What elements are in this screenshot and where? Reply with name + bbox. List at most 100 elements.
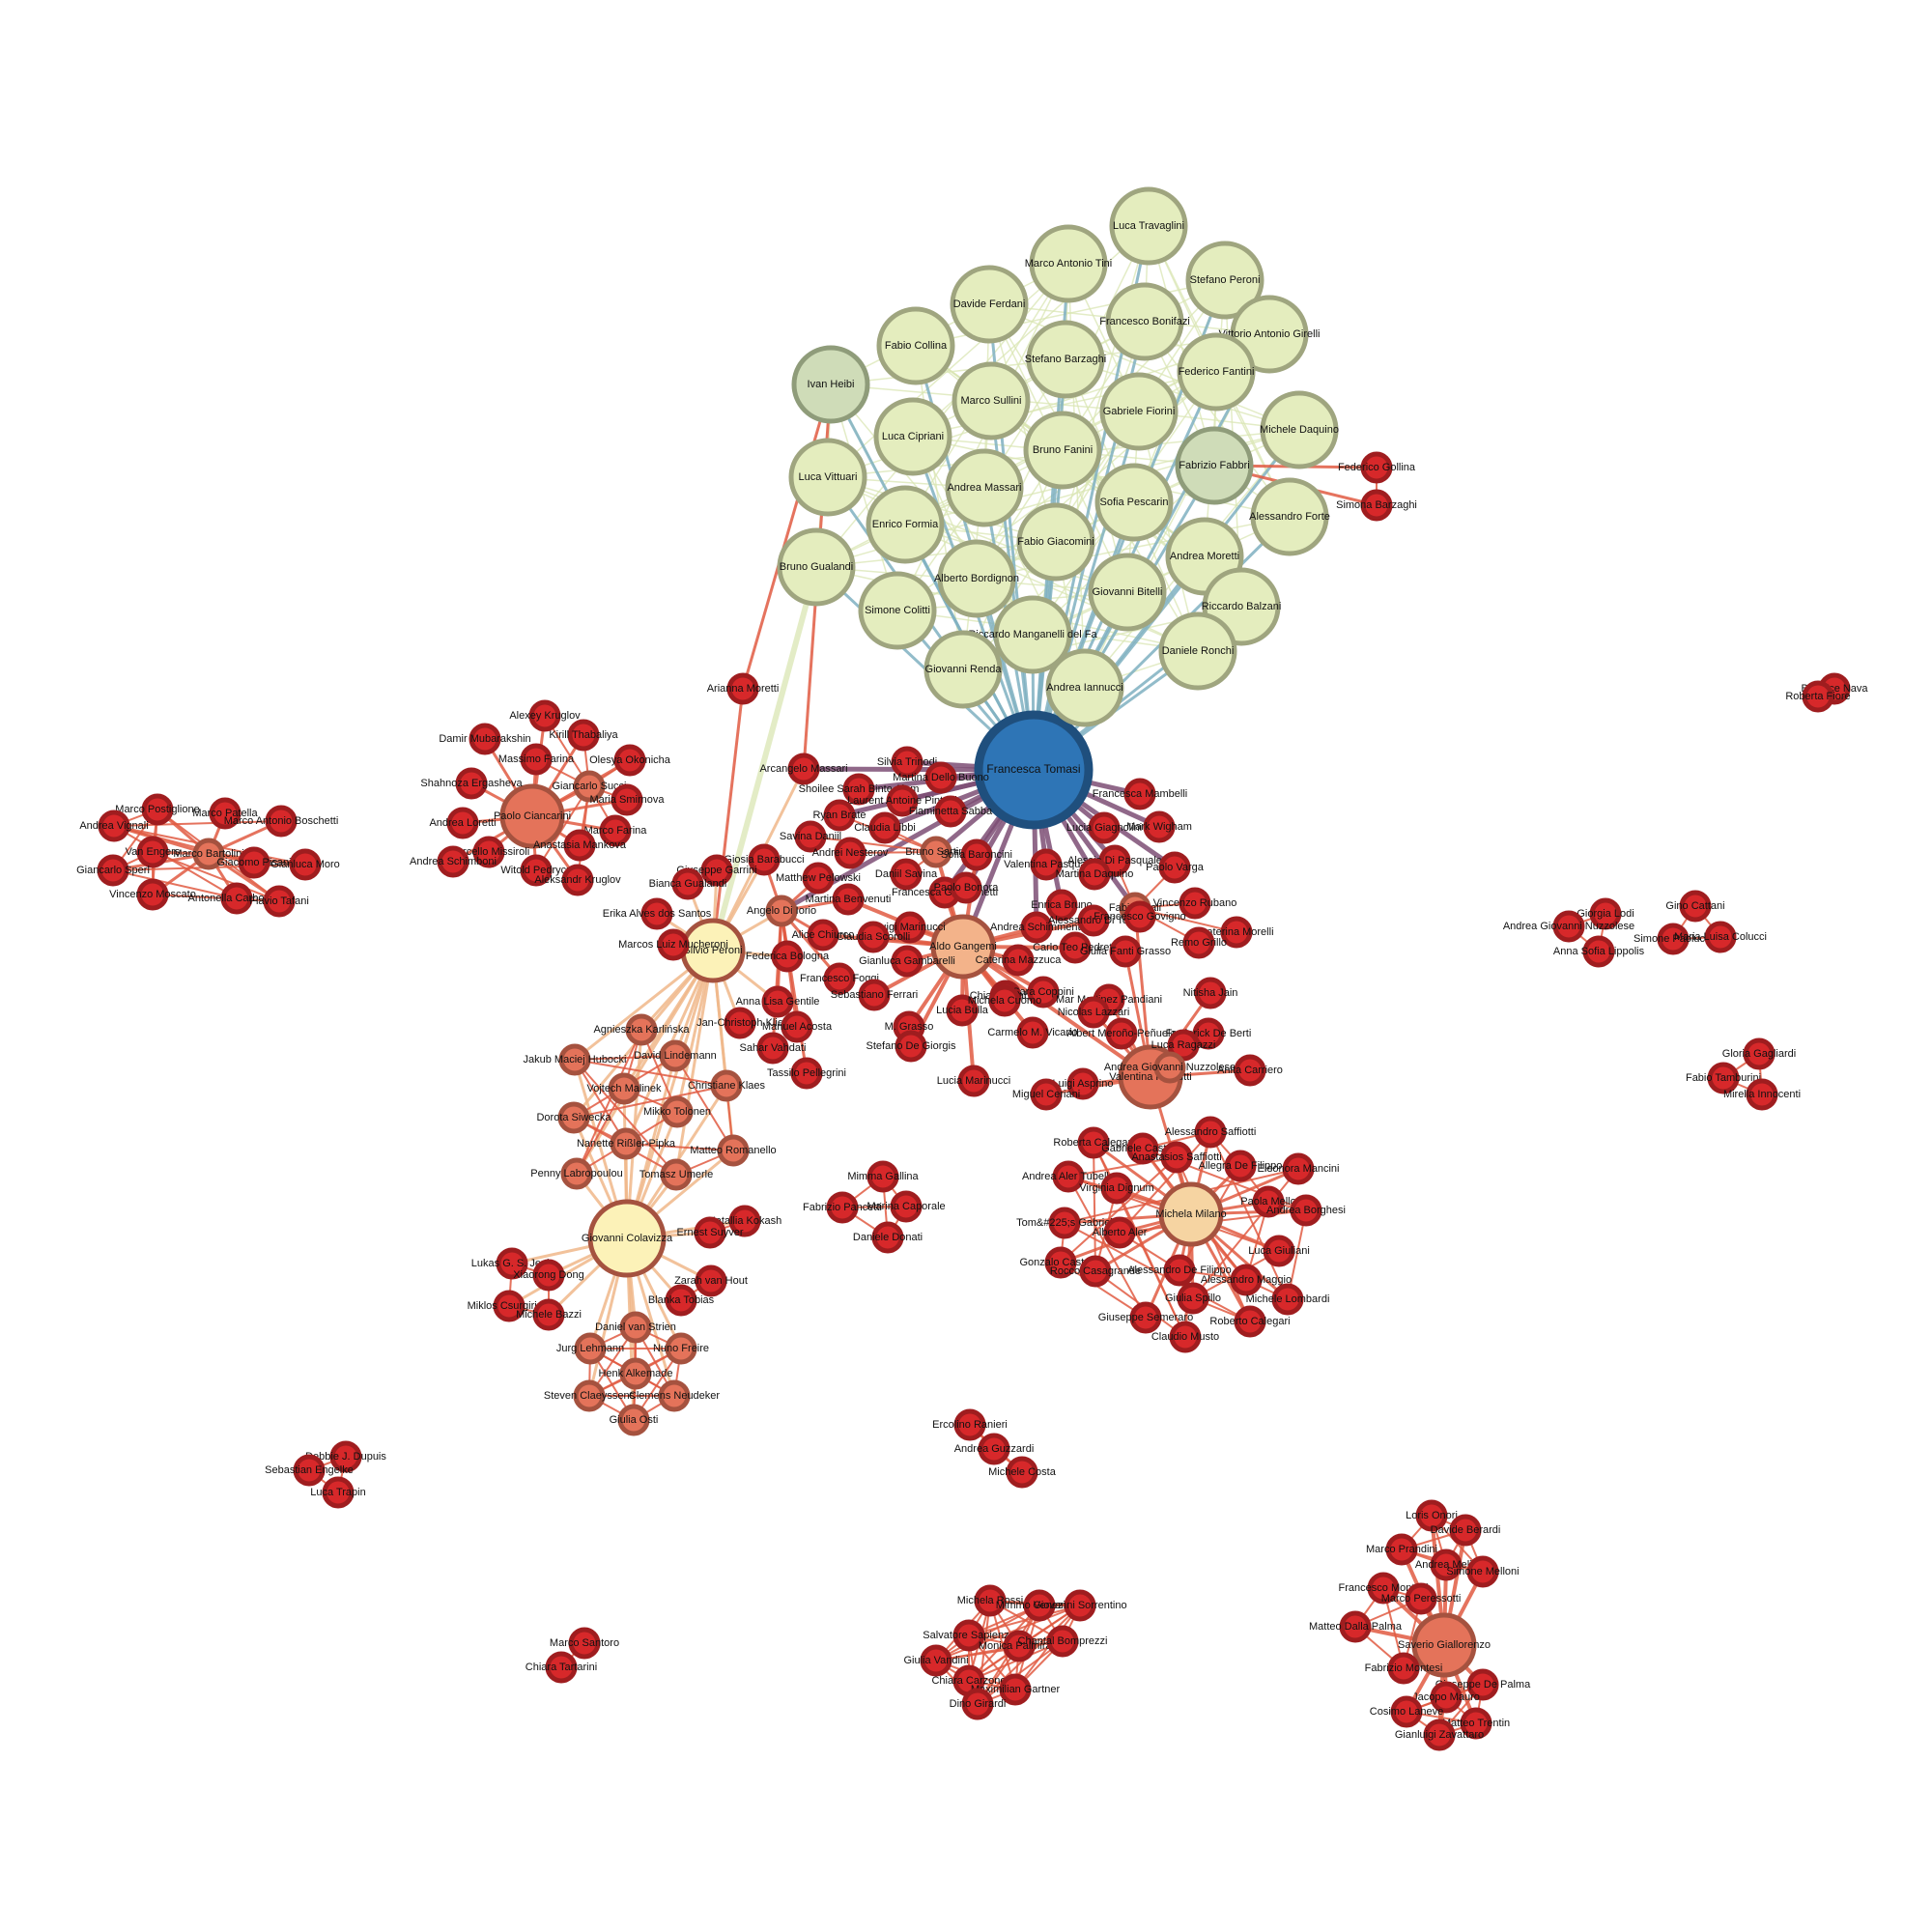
node-circle[interactable]	[1250, 477, 1329, 556]
node-ema[interactable]: Eleonora Mancini	[1258, 1152, 1340, 1185]
node-mdq[interactable]: Michele Daquino	[1260, 390, 1339, 469]
node-pva[interactable]: Paolo Varga	[1146, 851, 1205, 884]
node-circle[interactable]	[1143, 810, 1176, 843]
node-circle[interactable]	[1160, 1141, 1193, 1174]
node-circle[interactable]	[890, 1190, 923, 1223]
node-circle[interactable]	[1449, 1514, 1482, 1547]
node-circle[interactable]	[1023, 1589, 1056, 1622]
node-circle[interactable]	[1192, 1017, 1225, 1050]
node-circle[interactable]	[1234, 1054, 1266, 1087]
node-circle[interactable]	[1030, 848, 1063, 881]
node-circle[interactable]	[952, 1619, 985, 1652]
node-circle[interactable]	[1088, 553, 1167, 632]
node-circle[interactable]	[993, 595, 1072, 674]
node-circle[interactable]	[1282, 1152, 1315, 1185]
node-gb[interactable]: Giovanni Bitelli	[1088, 553, 1167, 632]
node-circle[interactable]	[807, 919, 839, 952]
node-circle[interactable]	[988, 984, 1021, 1017]
node-amor[interactable]: Arianna Moretti	[707, 672, 780, 705]
node-circle[interactable]	[1109, 186, 1188, 266]
node-sb[interactable]: Stefano Barzaghi	[1025, 320, 1106, 399]
node-circle[interactable]	[873, 397, 952, 476]
node-circle[interactable]	[599, 814, 632, 847]
node-circle[interactable]	[1048, 1207, 1081, 1239]
node-circle[interactable]	[469, 723, 501, 755]
node-circle[interactable]	[619, 1357, 652, 1390]
node-ms[interactable]: Marco Sullini	[952, 361, 1031, 440]
node-mdp[interactable]: Matteo Dalla Palma	[1309, 1610, 1403, 1643]
node-circle[interactable]	[1167, 1029, 1200, 1062]
node-alk[interactable]: Alexey Kruglov	[509, 699, 581, 732]
node-circle[interactable]	[192, 838, 225, 870]
node-ih[interactable]: Ivan Heibi	[791, 345, 870, 424]
node-circle[interactable]	[665, 1332, 697, 1365]
node-circle[interactable]	[329, 1440, 362, 1473]
node-circle[interactable]	[961, 1688, 994, 1720]
node-gfg[interactable]: Giulia Fanti Grasso	[1080, 935, 1171, 968]
node-circle[interactable]	[1177, 332, 1256, 412]
node-circle[interactable]	[587, 1199, 667, 1278]
node-silp[interactable]: Silvio Peroni	[680, 918, 746, 983]
node-circle[interactable]	[1100, 1172, 1133, 1205]
node-circle[interactable]	[700, 854, 733, 887]
node-circle[interactable]	[890, 858, 923, 891]
node-circle[interactable]	[826, 1191, 859, 1224]
node-circle[interactable]	[960, 838, 993, 871]
node-circle[interactable]	[573, 1379, 606, 1412]
node-circle[interactable]	[952, 361, 1031, 440]
node-circle[interactable]	[788, 438, 867, 517]
node-circle[interactable]	[680, 918, 746, 983]
node-fta[interactable]: Flavio Tafani	[249, 885, 309, 918]
node-circle[interactable]	[1252, 1185, 1285, 1218]
node-circle[interactable]	[950, 265, 1029, 344]
node-dr[interactable]: Daniele Ronchi	[1158, 611, 1237, 691]
node-circle[interactable]	[1016, 1016, 1049, 1049]
node-gga2[interactable]: Gloria Gagliardi	[1722, 1037, 1796, 1070]
node-circle[interactable]	[1390, 1695, 1423, 1728]
node-circle[interactable]	[558, 1043, 591, 1076]
node-gca2[interactable]: Gino Cattani	[1665, 890, 1725, 923]
node-cmu[interactable]: Claudio Musto	[1151, 1321, 1219, 1353]
node-circle[interactable]	[974, 710, 1094, 830]
node-circle[interactable]	[472, 836, 505, 868]
node-circle[interactable]	[728, 1205, 761, 1237]
node-circle[interactable]	[920, 1644, 952, 1677]
node-adi[interactable]: Angelo Di Iorio	[747, 895, 816, 927]
node-wpe[interactable]: Witold Pedrycz	[500, 854, 572, 887]
node-circle[interactable]	[1016, 502, 1095, 582]
node-circle[interactable]	[895, 1030, 927, 1063]
node-circle[interactable]	[661, 1095, 694, 1128]
node-circle[interactable]	[1064, 1589, 1096, 1622]
node-circle[interactable]	[1263, 1235, 1295, 1267]
node-circle[interactable]	[1094, 463, 1174, 542]
node-circle[interactable]	[1045, 889, 1078, 922]
node-circle[interactable]	[1003, 1630, 1036, 1662]
node-circle[interactable]	[1194, 977, 1227, 1009]
node-circle[interactable]	[1704, 921, 1737, 953]
node-circle[interactable]	[834, 837, 867, 869]
node-circle[interactable]	[1430, 1681, 1463, 1714]
node-circle[interactable]	[563, 829, 596, 862]
node-circle[interactable]	[437, 845, 469, 878]
node-circle[interactable]	[1158, 611, 1237, 691]
node-circle[interactable]	[1046, 1625, 1079, 1658]
node-circle[interactable]	[1020, 911, 1053, 944]
node-circle[interactable]	[97, 854, 129, 887]
node-circle[interactable]	[1182, 926, 1215, 959]
node-mga[interactable]: Mimma Gallina	[847, 1160, 920, 1193]
node-circle[interactable]	[866, 485, 945, 564]
node-circle[interactable]	[924, 761, 957, 794]
node-lc[interactable]: Luca Cipriani	[873, 397, 952, 476]
node-circle[interactable]	[1077, 904, 1110, 937]
node-circle[interactable]	[1045, 648, 1124, 727]
node-circle[interactable]	[842, 773, 875, 806]
node-circle[interactable]	[891, 945, 923, 978]
node-rsa[interactable]: Roberta Calegari	[1053, 1126, 1134, 1159]
node-circle[interactable]	[1360, 489, 1393, 522]
node-circle[interactable]	[1163, 1254, 1196, 1287]
node-circle[interactable]	[493, 1290, 526, 1322]
node-circle[interactable]	[724, 1007, 756, 1039]
node-circle[interactable]	[532, 1298, 565, 1331]
node-circle[interactable]	[557, 1101, 590, 1134]
node-circle[interactable]	[823, 799, 856, 832]
